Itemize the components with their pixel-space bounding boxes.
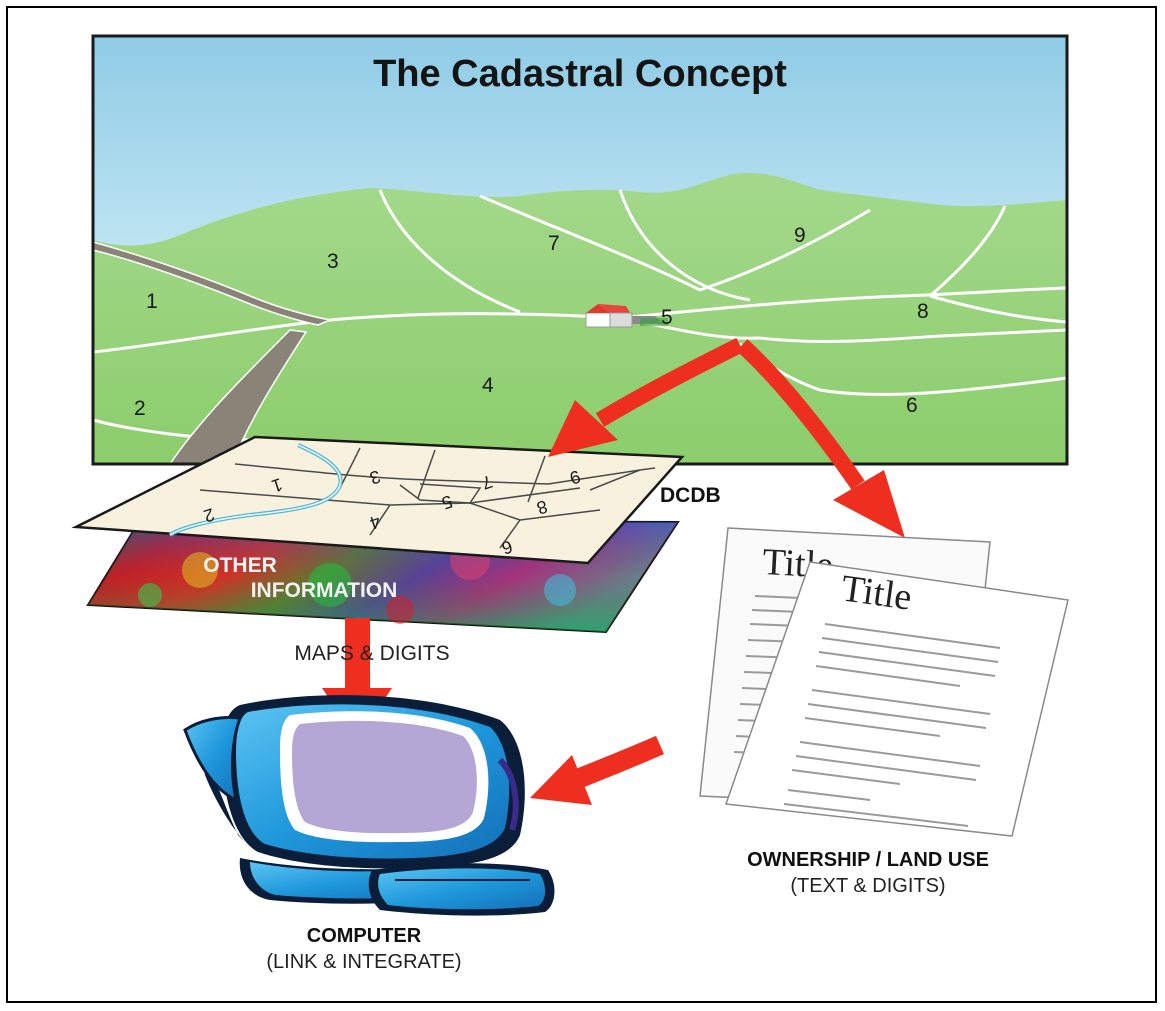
house-icon [585,304,668,328]
parcel-number-6: 6 [906,394,918,417]
parcel-number-4: 4 [482,374,494,397]
maps-digits-label: MAPS & DIGITS [294,642,449,665]
computer-label: COMPUTER [307,925,422,947]
parcel-number-3: 3 [327,250,339,273]
doc-title-front: Title [839,567,915,618]
other-info-label-line2: INFORMATION [251,579,398,602]
computer-sublabel: (LINK & INTEGRATE) [266,951,461,973]
diagram-title: The Cadastral Concept [373,53,787,95]
parcel-number-9: 9 [794,224,806,247]
parcel-number-5: 5 [661,306,673,329]
landscape-map: 1 2 3 4 5 6 7 8 9 The Cadastral Concept [91,34,1069,466]
dcdb-parcel-sheet: 1 2 3 4 5 6 7 8 9 DCDB [71,435,721,565]
map-to-title-arrow [736,339,905,538]
title-document-front: Title [724,561,1069,837]
computer-icon [183,695,555,916]
road-lower [168,329,308,465]
parcel-number-2: 2 [134,397,146,420]
other-info-label-line1: OTHER [203,554,277,577]
parcel-number-8: 8 [917,300,929,323]
documents-to-computer-arrow [530,735,664,805]
road [92,241,333,326]
parcel-boundaries [92,189,1068,442]
map-to-dcdb-arrow [548,337,744,457]
dcdb-label: DCDB [660,484,721,507]
parcel-number-7: 7 [548,232,560,255]
parcel-number-1: 1 [146,290,158,313]
ownership-sublabel: (TEXT & DIGITS) [790,875,945,897]
parcel-numbers: 1 2 3 4 5 6 7 8 9 [134,224,929,420]
ownership-label: OWNERSHIP / LAND USE [747,849,989,871]
